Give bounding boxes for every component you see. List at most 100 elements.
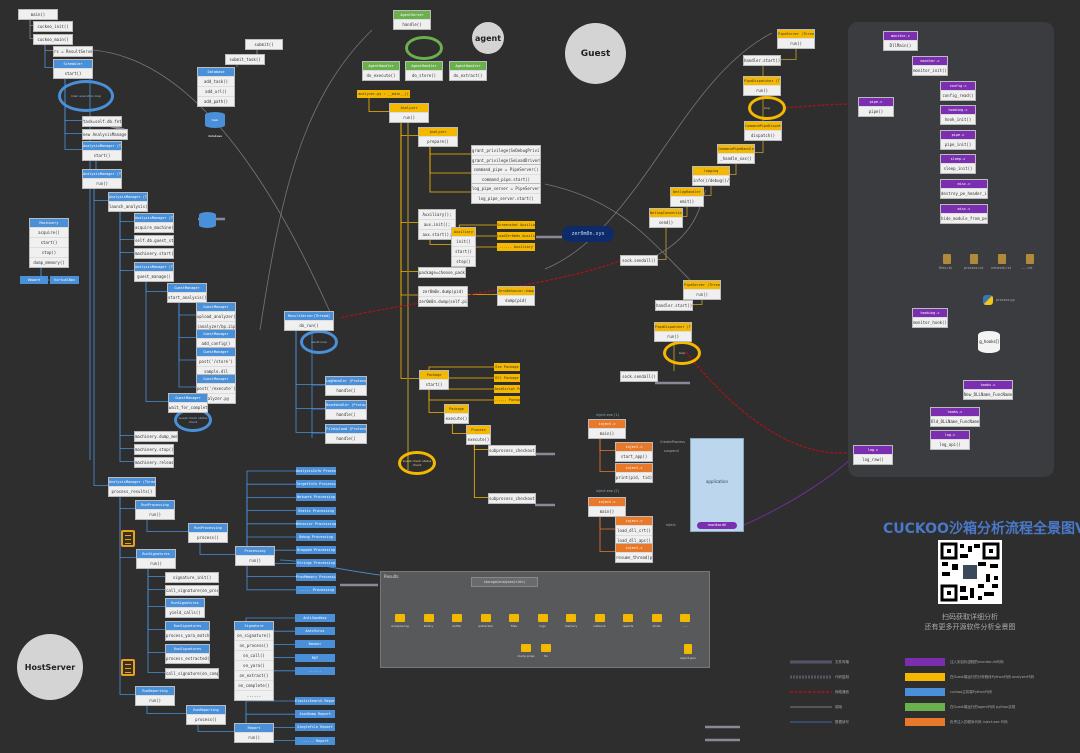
node-method: print(pid, tid)	[616, 472, 652, 482]
node-method: call_signature(on_complete)	[166, 671, 218, 676]
node-method: run()	[390, 112, 428, 122]
node-header: JsonDump Report	[295, 710, 335, 719]
node-method: grant_privilege(SeLoadDriverPrivilege)	[472, 155, 540, 165]
node-header: hooking.c	[941, 106, 975, 114]
node-header: AgentHandler	[363, 62, 399, 70]
node-method: run()	[136, 509, 174, 519]
node-grant: grant_privilege(SeDebugPrivilege)grant_p…	[471, 145, 541, 166]
node-ss2: sock.sendall()	[620, 371, 658, 382]
connector-line	[451, 421, 466, 434]
node-am6: AnalysisManager (Thread)process_results(…	[108, 477, 156, 497]
node-method: submit()	[254, 42, 274, 47]
node-vmw: Vmware	[20, 276, 48, 284]
agent-circle: agent	[472, 22, 504, 54]
node-method: machinery.stop()	[135, 447, 173, 452]
node-am5: AnalysisManager (Thread)guest_manage()	[134, 262, 174, 282]
node-method: zer0m0n.dump(pid)	[422, 289, 464, 294]
node-header: AntiVirus	[295, 627, 335, 636]
result-loop-icon: result loop	[300, 330, 338, 354]
node-h2: BsonHandler (ProtocolHandler)handle()	[325, 400, 367, 420]
node-method: on_call()	[235, 650, 273, 660]
node-method: load_dll_crt()	[616, 525, 652, 535]
node-header: inject.c	[616, 544, 652, 552]
connector-line	[119, 209, 134, 253]
guest-circle: Guest	[565, 23, 626, 84]
node-method: prepare()	[419, 136, 457, 146]
folder-label: extracted	[478, 624, 493, 628]
node-sl3: RAT	[295, 653, 335, 662]
node-header: RunProcessing	[136, 501, 174, 509]
node-method: _handle_xxx()	[718, 153, 754, 163]
node-rl3: ...... Report	[295, 736, 335, 745]
node-method: machinery.start()	[135, 251, 173, 256]
node-header: Analyzer	[419, 128, 457, 136]
node-scomp: call_signature(on_complete)	[165, 668, 219, 679]
node-method: start()	[83, 150, 121, 160]
node-header: AntiSandbox	[295, 614, 335, 622]
folder-label: network	[593, 624, 606, 628]
file-label: files.rst	[939, 266, 952, 270]
node-header: TargetInfo Processing	[296, 480, 336, 489]
node-header: inject.c	[616, 464, 652, 472]
node-method: sleep_init()	[941, 163, 975, 173]
node-header: RunReporting	[136, 687, 174, 695]
connector-line	[119, 494, 135, 695]
node-header: GuestManager	[197, 303, 235, 311]
node-method: run()	[235, 732, 273, 742]
process-py-label: process.py	[996, 298, 1015, 302]
node-header: GuestManager	[197, 348, 235, 356]
node-header: RunSignatures	[166, 622, 209, 630]
file-icon	[998, 254, 1006, 264]
node-header: Strings Processing	[296, 559, 336, 568]
folder-icon	[680, 614, 690, 622]
analyzer-loop-icon: Guest check status check	[398, 451, 436, 475]
node-header: GuestManager	[169, 394, 207, 402]
node-header: ResultServer(Thread)	[285, 312, 333, 320]
qr-code	[938, 540, 1002, 604]
connector-line	[146, 517, 188, 532]
folder-label: ......	[682, 624, 688, 628]
node-header: VirtualBox	[50, 276, 79, 284]
node-header: inject.c	[589, 420, 625, 428]
node-header: pipe.c	[941, 131, 975, 139]
network-link	[784, 103, 857, 109]
node-subtask: submit_task()	[225, 54, 265, 65]
legend-swatch	[905, 718, 945, 726]
inject-exe-1-label: inject.exe (1)	[596, 413, 620, 417]
qr-caption: 扫码获取详细分析 还有更多开源软件分析全景图	[900, 612, 1040, 632]
connector-line	[178, 300, 196, 338]
node-method: zer0m0n.dump(self.pid)	[419, 296, 467, 306]
node-pd1: PipeDispatcher (Thread)run()	[743, 76, 781, 96]
node-cpipe: command_pipe = PipeServer()command_pipe.…	[471, 164, 541, 185]
node-header: RunSignatures	[166, 599, 204, 607]
node-method: on_signature()	[235, 630, 273, 640]
node-method: send()	[650, 217, 682, 227]
node-header: ProcMemory Processing	[296, 572, 336, 581]
node-method: Old_DLLName_FuncName()	[931, 416, 979, 426]
node-method: add_path()	[198, 96, 234, 106]
node-header: RAT	[295, 653, 335, 662]
folder-icon	[480, 614, 491, 622]
node-main: main()	[18, 9, 58, 20]
suspend-label: suspend	[664, 449, 679, 453]
connector-line	[295, 328, 325, 433]
folder-label: dump.pcap	[517, 654, 535, 658]
node-method: start()	[30, 237, 68, 247]
node-method: info()/debug()/...	[693, 175, 729, 185]
connector-line	[311, 320, 325, 438]
node-pl2: Network Processing	[296, 493, 336, 502]
node-method: ......	[235, 690, 273, 700]
node-method: new AnalysisManager(task)	[83, 132, 127, 137]
connector-line	[683, 204, 688, 217]
node-method: aux.init();	[419, 219, 455, 229]
node-method: handler.start()	[744, 58, 780, 63]
